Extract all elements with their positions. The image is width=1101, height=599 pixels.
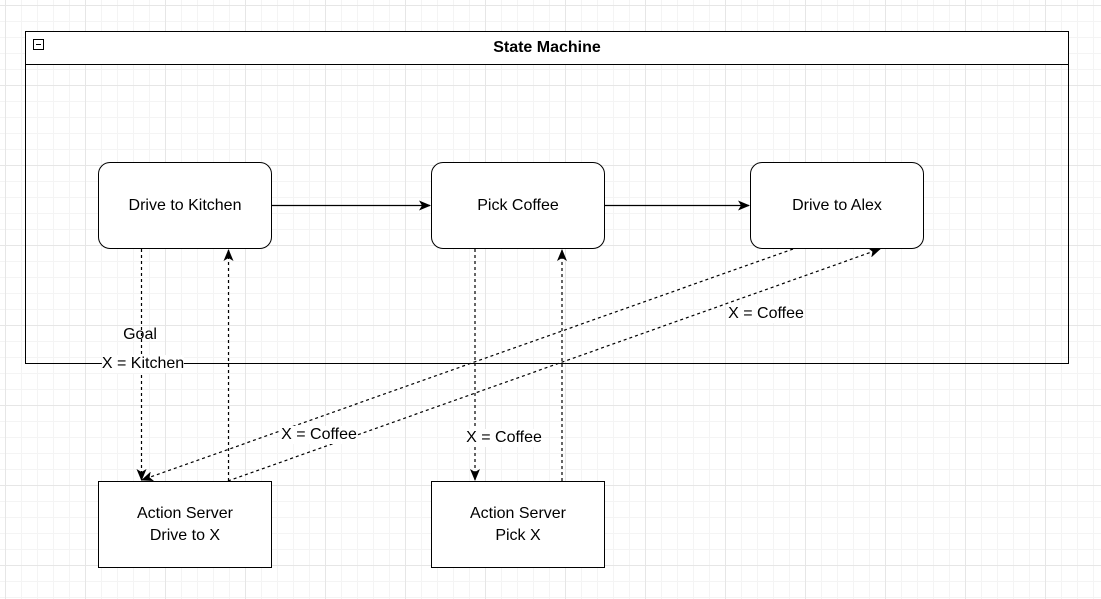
container-header: State Machine — [26, 32, 1068, 65]
state-drive-to-alex[interactable]: Drive to Alex — [750, 162, 924, 249]
container-title: State Machine — [493, 39, 601, 56]
state-pick-coffee[interactable]: Pick Coffee — [431, 162, 605, 249]
action-server-pick[interactable]: Action Server Pick X — [431, 481, 605, 568]
server-label: Action Server Pick X — [470, 503, 566, 547]
edge-alex-goal-to-drive-server — [141, 248, 794, 482]
state-label: Drive to Kitchen — [128, 196, 242, 214]
state-label: Pick Coffee — [477, 196, 559, 214]
state-drive-to-kitchen[interactable]: Drive to Kitchen — [98, 162, 272, 249]
server-title: Action Server — [469, 504, 567, 522]
collapse-icon[interactable] — [33, 39, 44, 50]
server-subtitle: Pick X — [495, 526, 541, 544]
edge-drive-server-result-to-alex — [227, 247, 881, 482]
server-label: Action Server Drive to X — [137, 503, 233, 547]
state-label: Drive to Alex — [792, 196, 882, 214]
edge-label-x-coffee-alex: X = Coffee — [728, 305, 804, 323]
edge-label-x-coffee-pick: X = Coffee — [466, 429, 542, 447]
server-title: Action Server — [136, 504, 234, 522]
edge-label-goal: Goal — [123, 326, 157, 343]
edge-label-x-kitchen: X = Kitchen — [101, 355, 185, 373]
edge-label-x-coffee-drive: X = Coffee — [281, 426, 357, 444]
server-subtitle: Drive to X — [149, 526, 221, 544]
action-server-drive[interactable]: Action Server Drive to X — [98, 481, 272, 568]
state-machine-container[interactable]: State Machine — [25, 31, 1069, 364]
